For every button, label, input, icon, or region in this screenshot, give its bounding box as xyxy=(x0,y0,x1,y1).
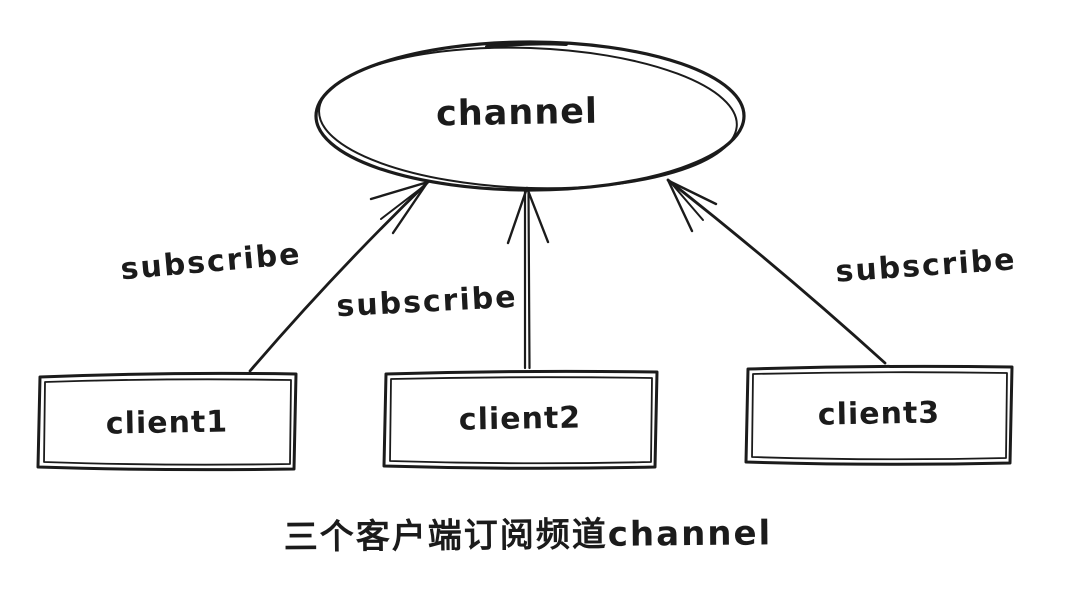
channel-node-label: channel xyxy=(435,91,599,135)
subscribe-arrow-client2 xyxy=(506,186,550,370)
pen-overlap-stroke xyxy=(485,41,568,49)
client1-box xyxy=(36,371,298,472)
channel-ellipse xyxy=(314,40,746,192)
client2-node-label: client2 xyxy=(458,400,582,438)
client2-box xyxy=(382,369,659,470)
client3-box xyxy=(744,364,1014,466)
diagram-caption: 三个客户端订阅频道channel xyxy=(283,513,773,558)
subscribe-arrow-client1 xyxy=(248,180,430,373)
client1-node-label: client1 xyxy=(105,404,229,442)
client3-node-label: client3 xyxy=(817,395,941,433)
subscribe-arrow-client3 xyxy=(666,178,887,365)
